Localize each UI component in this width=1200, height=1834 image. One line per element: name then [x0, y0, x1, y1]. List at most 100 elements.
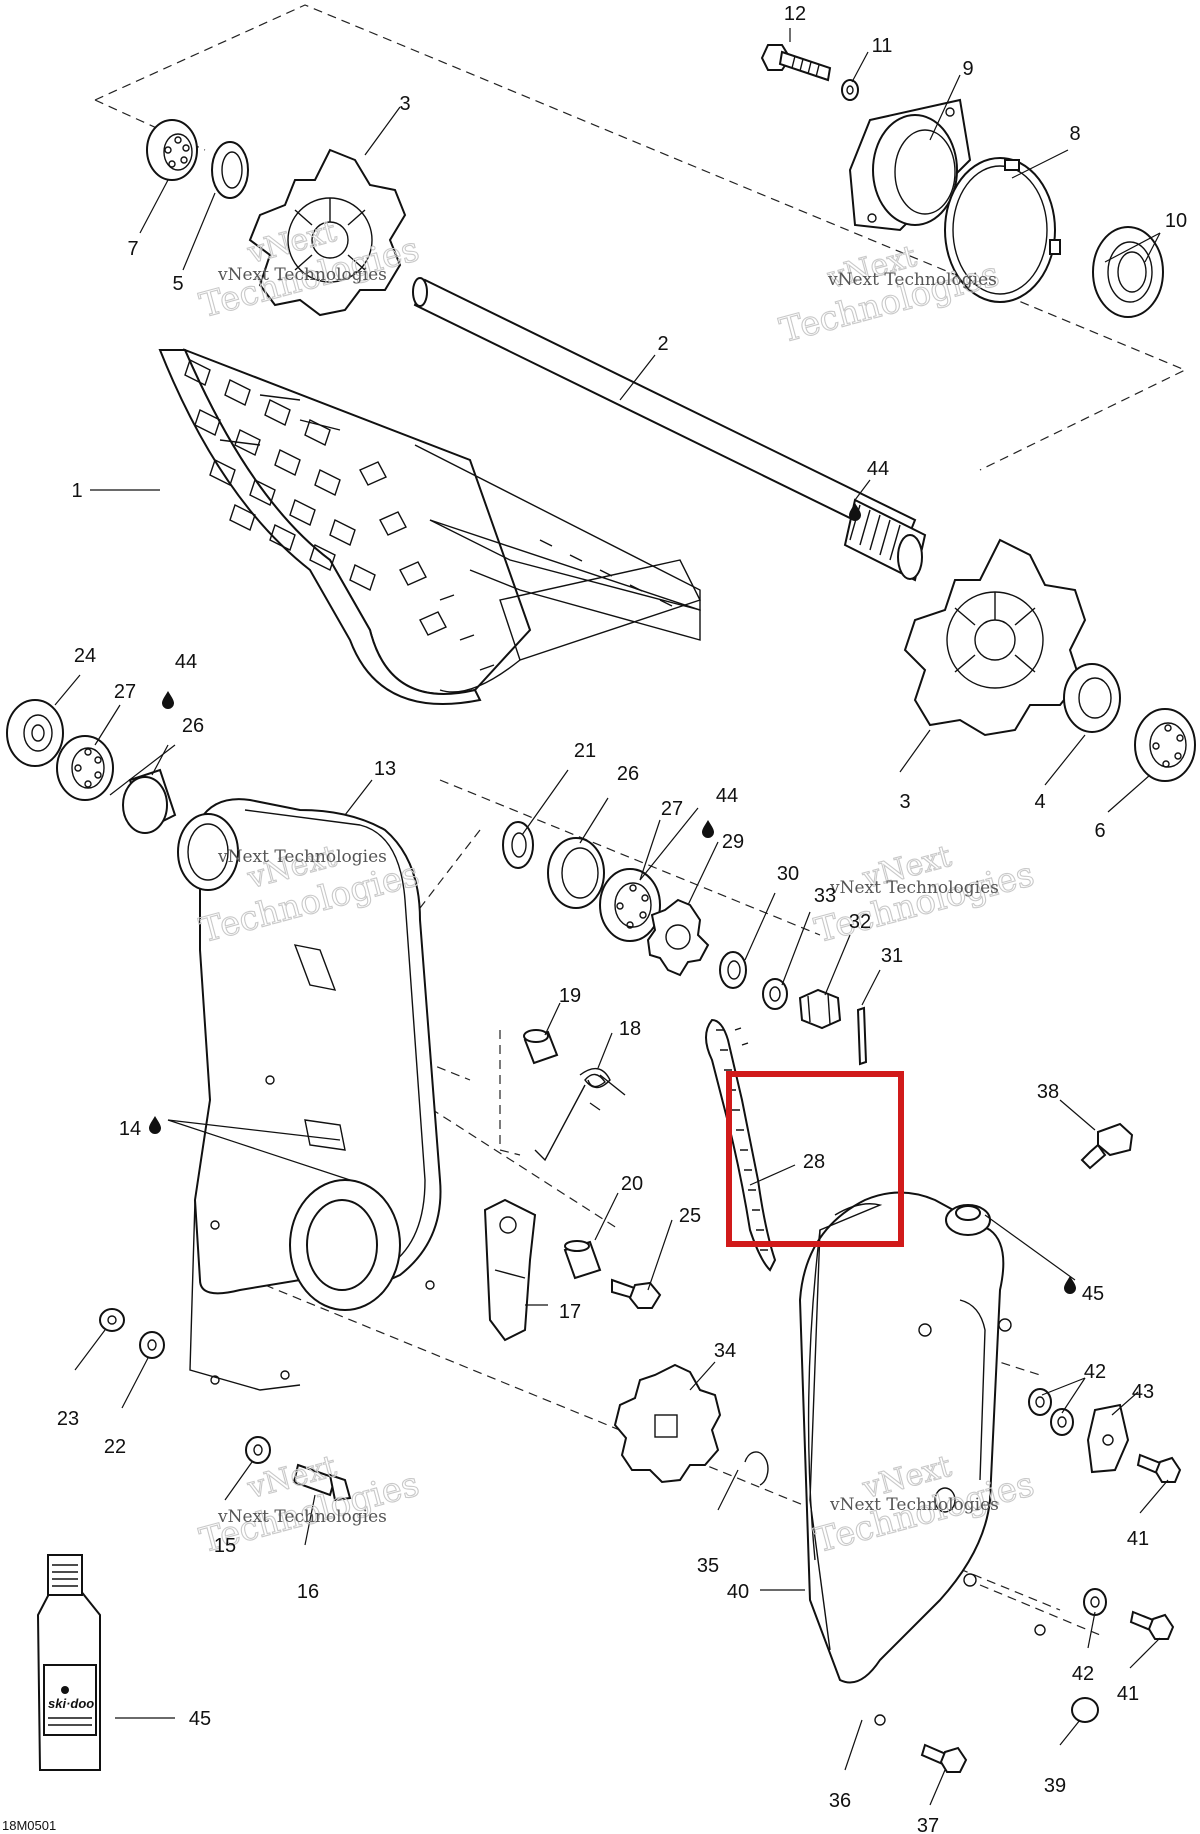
label-31: 31 [881, 945, 903, 967]
label-34: 34 [714, 1340, 736, 1362]
label-45-bottle: 45 [189, 1708, 211, 1730]
label-33: 33 [814, 885, 836, 907]
part-34-large-sprocket [613, 1363, 722, 1484]
part-32-castle-nut [798, 988, 842, 1030]
label-11: 11 [872, 35, 893, 57]
part-30-washer [719, 951, 747, 989]
label-21: 21 [574, 740, 596, 762]
part-18-spring [534, 1067, 626, 1162]
svg-text:vNext Technologies: vNext Technologies [217, 847, 387, 867]
chaincase-housing [177, 798, 442, 1391]
label-4: 4 [1034, 791, 1045, 813]
drive-axle [412, 277, 927, 582]
label-9: 9 [962, 58, 973, 80]
drive-sprocket-right [903, 538, 1087, 737]
svg-text:vNext Technologies: vNext Technologies [829, 1495, 999, 1515]
oil-drop-icon [149, 1116, 161, 1134]
label-40: 40 [727, 1581, 749, 1603]
label-14: 14 [119, 1118, 141, 1140]
part-10-seal [1092, 226, 1164, 318]
part-12-bolt [760, 44, 832, 82]
svg-text:vNext Technologies: vNext Technologies [217, 265, 387, 285]
part-6-bearing [1134, 708, 1196, 782]
label-19: 19 [559, 985, 581, 1007]
label-8: 8 [1069, 123, 1080, 145]
label-3-bottom: 3 [899, 791, 910, 813]
label-37: 37 [917, 1815, 939, 1834]
track-lugs [184, 359, 673, 671]
part-8-retaining-ring [944, 157, 1061, 303]
label-42-bottom: 42 [1072, 1663, 1094, 1685]
part-11-lock-washer [841, 79, 859, 101]
part-25-bolt [611, 1278, 662, 1309]
label-18: 18 [619, 1018, 641, 1040]
svg-text:ski·doo: ski·doo [48, 1696, 94, 1711]
label-25: 25 [679, 1205, 701, 1227]
label-3-top: 3 [399, 93, 410, 115]
part-31-cotter-pin [856, 1006, 868, 1066]
svg-text:vNext Technologies: vNext Technologies [827, 270, 997, 290]
label-2: 2 [657, 333, 668, 355]
label-16: 16 [297, 1581, 319, 1603]
label-1: 1 [71, 480, 82, 502]
oil-drop-icon [702, 820, 714, 838]
label-42-top: 42 [1084, 1361, 1106, 1383]
label-5: 5 [172, 273, 183, 295]
part-17-tensioner-arm [483, 1198, 537, 1342]
label-13: 13 [374, 758, 396, 780]
label-29: 29 [722, 831, 744, 853]
label-27-left: 27 [114, 681, 136, 703]
drive-sprocket-left [248, 148, 407, 317]
label-6: 6 [1094, 820, 1105, 842]
label-44-left: 44 [175, 651, 197, 673]
part-37-bolt [920, 1743, 968, 1773]
part-19-bushing [523, 1029, 559, 1065]
part-24-bearing [6, 699, 64, 767]
part-43-bracket [1086, 1403, 1130, 1474]
part-9-bearing-housing [848, 98, 972, 232]
part-26-spacer-mid [547, 837, 605, 909]
part-33-washer [762, 978, 788, 1010]
part-labels: 12 11 9 8 10 3 7 5 2 1 44 24 27 44 26 13… [2, 3, 1187, 1834]
label-10: 10 [1165, 210, 1187, 232]
label-26-mid: 26 [617, 763, 639, 785]
svg-text:vNext Technologies: vNext Technologies [217, 1507, 387, 1527]
part-27-bearing-left [56, 735, 114, 801]
part-20-pin [563, 1240, 602, 1280]
part-41-bolts [1129, 1453, 1182, 1640]
part-21-washer [502, 821, 534, 869]
oil-drop-icon [162, 691, 174, 709]
label-27-mid: 27 [661, 798, 683, 820]
label-17: 17 [559, 1301, 581, 1323]
label-43: 43 [1132, 1381, 1154, 1403]
reference-code: 18M0501 [2, 1818, 56, 1833]
part-5-washer [211, 141, 249, 199]
chaincase-cover [798, 1191, 1046, 1726]
part-27-bearing-mid [599, 868, 661, 942]
part-7-bearing [146, 119, 198, 181]
label-39: 39 [1044, 1775, 1066, 1797]
highlight-box [726, 1071, 904, 1247]
part-26-spacer-left [122, 768, 177, 834]
track [158, 348, 701, 705]
part-22-washer [139, 1331, 165, 1359]
part-29-small-sprocket [646, 898, 710, 977]
label-45-right: 45 [1082, 1283, 1104, 1305]
label-35: 35 [697, 1555, 719, 1577]
part-39-plug [1071, 1697, 1099, 1723]
label-12: 12 [784, 3, 806, 25]
label-20: 20 [621, 1173, 643, 1195]
label-41-top: 41 [1127, 1528, 1149, 1550]
label-30: 30 [777, 863, 799, 885]
part-4-bearing [1063, 663, 1121, 733]
label-24: 24 [74, 645, 96, 667]
label-36: 36 [829, 1790, 851, 1812]
svg-text:vNext Technologies: vNext Technologies [829, 878, 999, 898]
part-35-circlip [744, 1451, 769, 1486]
label-44-mid: 44 [716, 785, 738, 807]
part-42-washers [1028, 1388, 1107, 1616]
label-41-bottom: 41 [1117, 1683, 1139, 1705]
label-15: 15 [214, 1535, 236, 1557]
label-28: 28 [803, 1151, 825, 1173]
